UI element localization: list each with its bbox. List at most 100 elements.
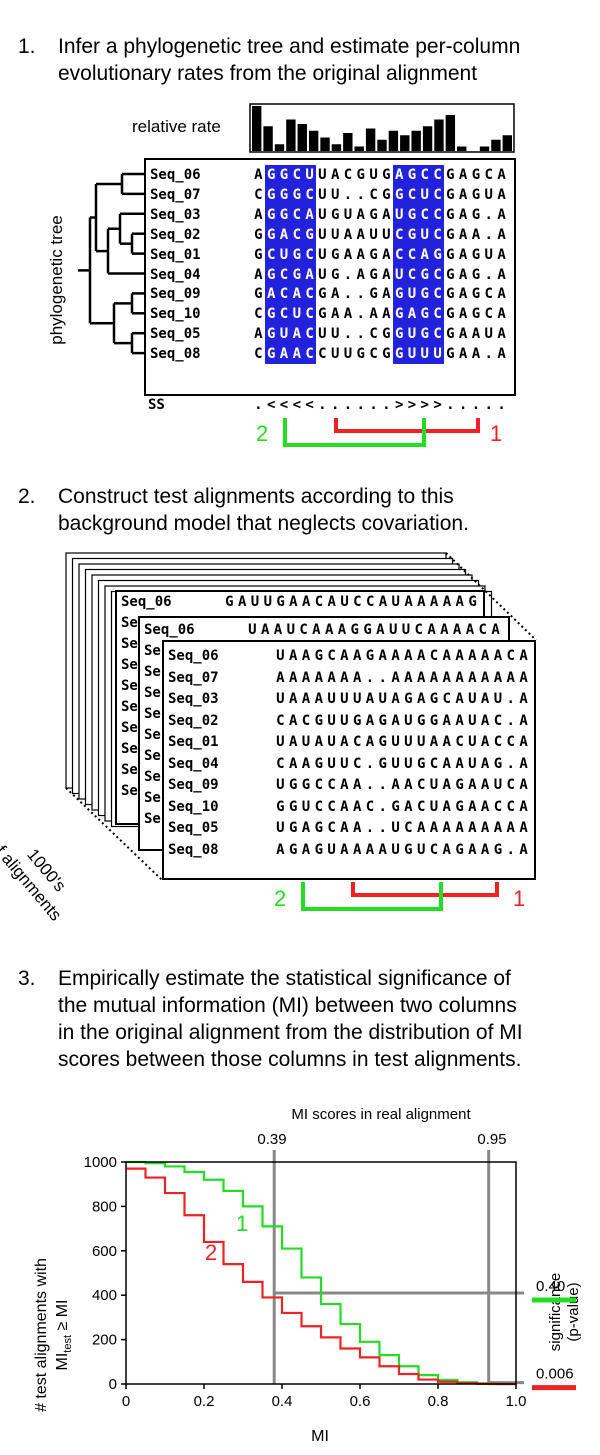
alignment-row: Se — [140, 725, 508, 745]
alignment-row: Se — [140, 662, 508, 682]
x-tick-label: 0.6 — [350, 1393, 371, 1410]
seq-name: Se — [121, 783, 138, 799]
rate-bar — [400, 135, 410, 151]
relative-rate-label: relative rate — [132, 117, 221, 136]
alignment-row: Se — [117, 697, 483, 717]
rate-bar — [479, 146, 490, 151]
step-1-heading: 1. Infer a phylogenetic tree and estimat… — [18, 34, 598, 90]
seq-name: Seq_10 — [168, 798, 219, 815]
seq-name: Se — [144, 706, 161, 722]
seq-name: Seq_04 — [150, 266, 201, 283]
seq-name: Seq_07 — [168, 669, 219, 686]
rate-bar — [308, 130, 319, 151]
step-3-line-1: Empirically estimate the statistical sig… — [58, 967, 511, 990]
significance-label-1: significance — [547, 1273, 564, 1351]
alignment-row: Se — [140, 704, 508, 724]
seq-name: Seq_05 — [150, 326, 201, 343]
seq-name: Se — [144, 769, 161, 785]
alignment-row: Se — [140, 641, 508, 661]
seq-name: Seq_09 — [150, 286, 201, 303]
rate-bar — [388, 130, 399, 151]
pair-brackets-2 — [301, 882, 499, 911]
alignment-row: Se — [117, 613, 483, 633]
y-axis-label-line-2: MItest ≥ MI — [54, 1300, 74, 1371]
significance-label-2: (p-value) — [565, 1282, 582, 1341]
rate-bar — [331, 144, 342, 151]
seq-name: Se — [144, 664, 161, 680]
rate-bar — [263, 126, 273, 151]
seq-name: Seq_03 — [168, 691, 219, 707]
phylogenetic-tree — [78, 172, 146, 355]
pvalue-label: 0.006 — [536, 1366, 574, 1383]
alignment-row: Se — [117, 676, 483, 696]
rate-bar — [343, 133, 353, 151]
y-label-sub: test — [62, 1335, 74, 1353]
ss-string: .<<<<......>>>>..... — [254, 397, 506, 413]
y-tick-label: 0 — [109, 1376, 117, 1393]
seq-name: Seq_02 — [168, 712, 219, 729]
pair-label-2-mid: 2 — [274, 886, 287, 911]
seq-name: Seq_07 — [150, 186, 201, 203]
step-1-line-2: evolutionary rates from the original ali… — [58, 62, 478, 85]
y-label-mi: MI — [54, 1353, 71, 1371]
pair-label-1-top: 1 — [490, 421, 503, 446]
step-2-heading: 2. Construct test alignments according t… — [18, 484, 598, 540]
real-mi-label-2: 0.95 — [477, 1131, 506, 1148]
rate-bar — [377, 139, 387, 151]
rate-bar — [320, 137, 330, 151]
seq-name: Seq_04 — [168, 755, 219, 772]
seq-name: Seq_08 — [168, 841, 219, 858]
rate-bar — [297, 124, 307, 151]
seq-name: Seq_10 — [150, 306, 201, 323]
seq-name: Seq_03 — [150, 206, 201, 223]
seq-name: Se — [121, 636, 138, 652]
mi-significance-chart: MI scores in real alignment 0.39 0.95 12… — [33, 1106, 582, 1445]
y-label-rest: ≥ MI — [54, 1300, 71, 1335]
rate-bar — [434, 119, 444, 151]
seq-name: Se — [144, 685, 161, 701]
seq-name: Seq_09 — [168, 777, 219, 793]
seq-name: Seq_01 — [168, 734, 219, 750]
seq-name: Seq_06 — [150, 167, 201, 183]
pair-label-2-top: 2 — [256, 421, 269, 446]
series-line-2 — [126, 1167, 516, 1386]
plot-frame — [125, 1161, 517, 1385]
alignment-row: Se — [117, 718, 483, 738]
x-tick-label: 1.0 — [506, 1393, 527, 1410]
step-3-line-3: in the original alignment from the distr… — [58, 1021, 523, 1044]
step-3-heading: 3. Empirically estimate the statistical … — [18, 966, 598, 1078]
